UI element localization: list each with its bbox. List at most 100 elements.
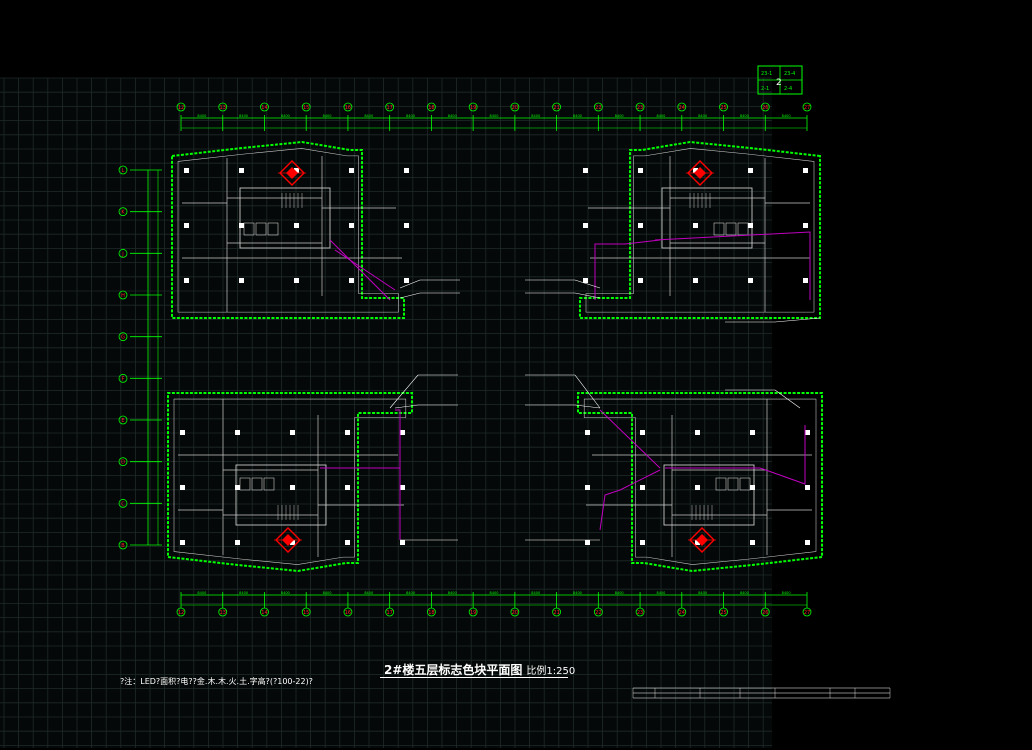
leader-line [399, 292, 421, 299]
sign-route [395, 409, 401, 540]
elevator-shaft [715, 477, 727, 491]
structural-column [239, 223, 244, 228]
axis-label: 26 [762, 610, 768, 616]
key-plan-cell: 2 [776, 78, 782, 88]
structural-column [693, 278, 698, 283]
structural-column [400, 485, 405, 490]
sign-route [654, 231, 811, 300]
axis-label: L [122, 168, 125, 174]
key-plan-cell: 23-4 [784, 71, 795, 77]
structural-column [803, 223, 808, 228]
axis-label: 25 [720, 105, 726, 111]
sign-route [665, 425, 806, 485]
structural-column [748, 168, 753, 173]
axis-label: 21 [553, 105, 559, 111]
dimension-value: 8400 [615, 114, 624, 118]
axis-label: 27 [804, 610, 810, 616]
axis-label: 20 [512, 105, 518, 111]
structural-column [585, 485, 590, 490]
axis-label: 18 [428, 610, 434, 616]
structural-column [748, 278, 753, 283]
structural-column [640, 540, 645, 545]
wing-inner-wall [173, 398, 407, 565]
leader-line [574, 292, 601, 299]
structural-column [803, 168, 808, 173]
drawing-title: 2#楼五层标志色块平面图比例1:250 [384, 661, 575, 678]
dimension-value: 8400 [782, 114, 791, 118]
structural-column [184, 223, 189, 228]
elevator-shaft [267, 222, 279, 236]
sign-route [334, 249, 396, 291]
structural-column [235, 485, 240, 490]
structural-column [180, 540, 185, 545]
sign-marker [279, 160, 305, 186]
drawing-scale: 比例1:250 [526, 666, 576, 677]
sign-route [599, 409, 661, 469]
core-outline [235, 464, 327, 526]
axis-label: 12 [178, 105, 184, 111]
axis-label: 19 [470, 610, 476, 616]
leader-line [774, 389, 801, 409]
structural-column [290, 485, 295, 490]
axis-label: 24 [679, 610, 685, 616]
structural-column [803, 278, 808, 283]
structural-column [404, 168, 409, 173]
axis-bubble [677, 102, 687, 112]
structural-column [180, 485, 185, 490]
axis-bubble [118, 373, 128, 383]
structural-column [695, 430, 700, 435]
axis-bubble [176, 102, 186, 112]
axis-label: 17 [386, 610, 392, 616]
axis-bubble [426, 102, 436, 112]
elevator-shaft [255, 222, 267, 236]
axis-label: H [121, 293, 125, 299]
axis-label: 22 [595, 610, 601, 616]
structural-column [748, 223, 753, 228]
structural-column [693, 223, 698, 228]
axis-label: J [121, 251, 123, 257]
elevator-shaft [239, 477, 251, 491]
dimension-value: 8400 [573, 591, 582, 595]
structural-column [290, 540, 295, 545]
structural-column [184, 278, 189, 283]
axis-label: B [121, 543, 125, 549]
structural-column [695, 540, 700, 545]
axis-bubble [118, 540, 128, 550]
axis-label: 23 [637, 105, 643, 111]
dimension-value: 8400 [573, 114, 582, 118]
wing-inner-wall [583, 398, 817, 565]
axis-label: 19 [470, 105, 476, 111]
dimension-value: 8400 [323, 591, 332, 595]
axis-bubble [510, 102, 520, 112]
dimension-value: 8400 [281, 591, 290, 595]
dimension-value: 8400 [615, 591, 624, 595]
dimension-value: 8400 [281, 114, 290, 118]
structural-column [695, 485, 700, 490]
elevator-shaft [713, 222, 725, 236]
dimension-value: 8400 [239, 591, 248, 595]
structural-column [693, 168, 698, 173]
axis-label: 12 [178, 610, 184, 616]
structural-column [805, 430, 810, 435]
dimension-value: 8400 [531, 591, 540, 595]
structural-column [349, 278, 354, 283]
axis-bubble [118, 498, 128, 508]
core-outline [663, 464, 755, 526]
dimension-value: 8400 [490, 591, 499, 595]
structural-column [239, 168, 244, 173]
axis-label: 13 [220, 105, 226, 111]
structural-column [585, 540, 590, 545]
structural-column [290, 430, 295, 435]
axis-label: 14 [261, 610, 267, 616]
leader-line [394, 404, 419, 409]
axis-label: 13 [220, 610, 226, 616]
building-wing [167, 392, 413, 573]
building-wing [171, 140, 409, 319]
axis-bubble [118, 165, 128, 175]
axis-label: 26 [762, 105, 768, 111]
axis-label: 15 [303, 610, 309, 616]
structural-column [805, 540, 810, 545]
leader-line [399, 279, 421, 289]
key-plan-cell: 2-4 [784, 86, 792, 92]
wing-outline [577, 392, 823, 573]
